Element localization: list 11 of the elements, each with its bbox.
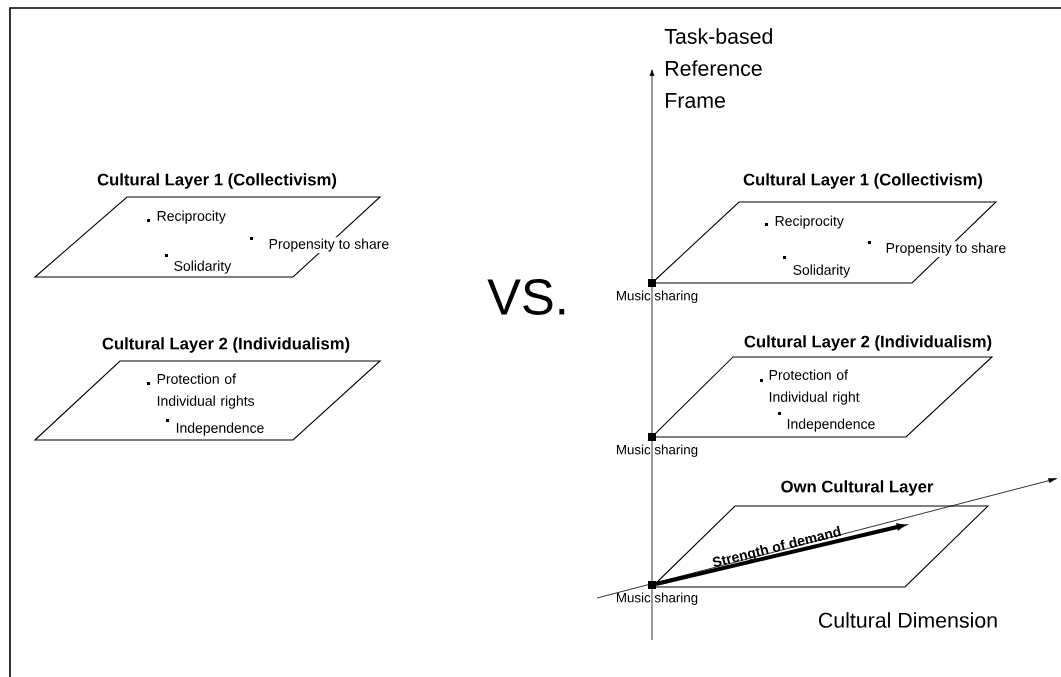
node-label: Cultural Layer 1 (Collectivism) [97, 173, 337, 189]
node-label: Cultural Layer 2 (Individualism) [744, 335, 992, 351]
node-label: Cultural Layer 2 (Individualism) [102, 337, 350, 353]
point-label: Music sharing [616, 433, 698, 457]
node-label: Cultural Layer 1 (Collectivism) [743, 173, 983, 189]
versus-label: VS. [487, 279, 565, 315]
axis-label: Task-based Reference Frame [664, 28, 772, 108]
point-label: Music sharing [616, 581, 698, 605]
point-label: Music sharing [616, 279, 698, 303]
node-label: Own Cultural Layer [781, 480, 934, 496]
axis-label: Cultural Dimension [819, 612, 997, 628]
